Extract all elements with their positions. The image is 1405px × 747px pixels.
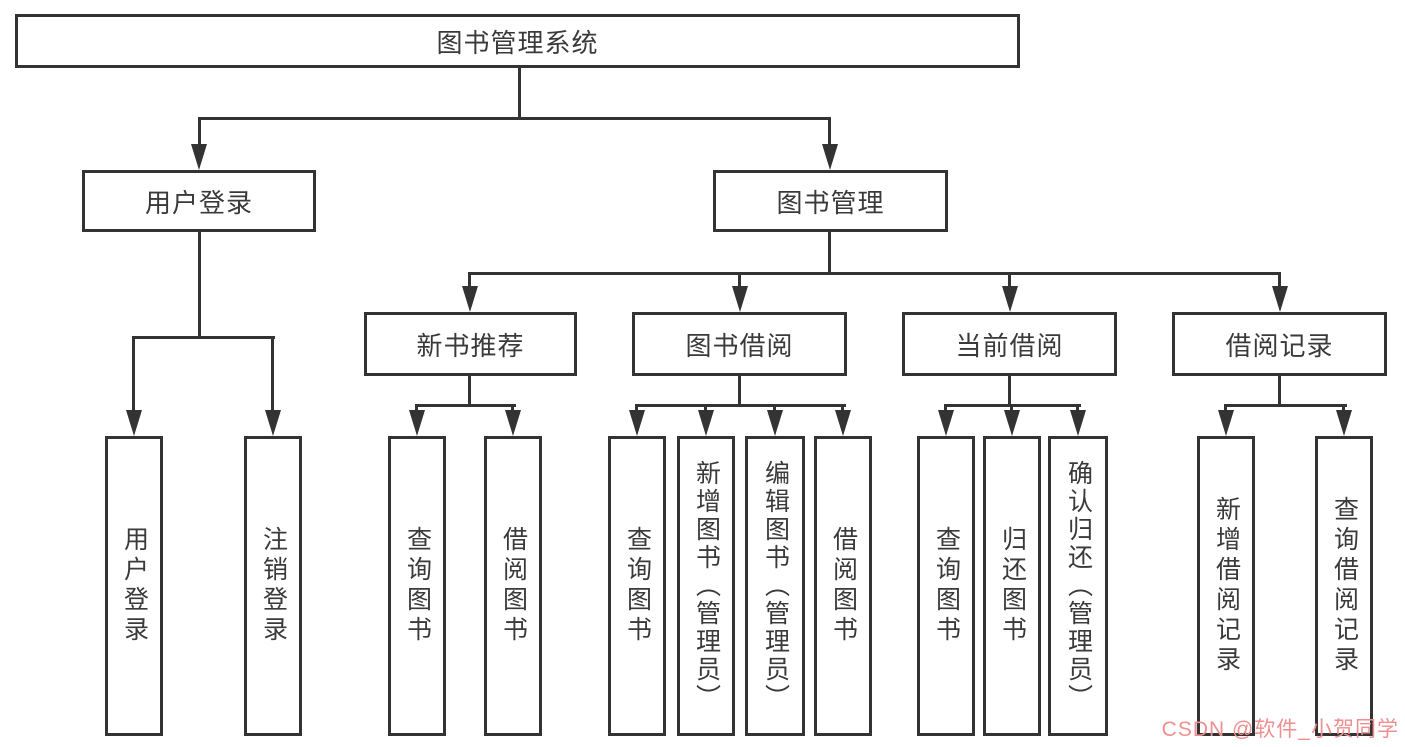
node-book-management: 图书管理 bbox=[713, 170, 948, 232]
connector-line bbox=[468, 272, 471, 290]
node-new-book-recommend: 新书推荐 bbox=[364, 312, 577, 376]
connector-line bbox=[738, 272, 741, 290]
node-user-login-label: 用户登录 bbox=[144, 187, 253, 218]
arrowhead-icon bbox=[1272, 286, 1288, 312]
connector-line bbox=[635, 404, 846, 407]
leaf-query-books-current-label: 查询图书 bbox=[932, 526, 961, 646]
leaf-query-books-borrow-label: 查询图书 bbox=[623, 526, 652, 646]
leaf-add-books-admin: 新增图书（管理员） bbox=[677, 436, 735, 736]
arrowhead-icon bbox=[732, 286, 748, 312]
leaf-add-books-admin-label: 新增图书（管理员） bbox=[692, 460, 721, 712]
connector-line bbox=[1008, 376, 1011, 407]
connector-line bbox=[1278, 272, 1281, 290]
node-current-borrow-label: 当前借阅 bbox=[955, 330, 1064, 361]
node-current-borrow: 当前借阅 bbox=[902, 312, 1117, 376]
leaf-confirm-return-admin-label: 确认归还（管理员） bbox=[1064, 460, 1093, 712]
arrowhead-icon bbox=[409, 410, 425, 436]
connector-line bbox=[198, 232, 201, 339]
connector-line bbox=[828, 232, 831, 275]
csdn-watermark: CSDN @软件_小贺同学 bbox=[1161, 718, 1399, 741]
arrowhead-icon bbox=[629, 410, 645, 436]
arrowhead-icon bbox=[1002, 286, 1018, 312]
connector-line bbox=[1224, 404, 1347, 407]
node-user-login: 用户登录 bbox=[82, 170, 316, 232]
arrowhead-icon bbox=[462, 286, 478, 312]
connector-line bbox=[828, 117, 831, 149]
leaf-borrow-books-recommend: 借阅图书 bbox=[484, 436, 542, 736]
connector-line bbox=[1008, 272, 1011, 290]
leaf-query-borrow-record: 查询借阅记录 bbox=[1315, 436, 1373, 736]
leaf-borrow-books-recommend-label: 借阅图书 bbox=[499, 526, 528, 646]
connector-line bbox=[468, 376, 471, 407]
leaf-user-login-label: 用户登录 bbox=[120, 526, 149, 646]
leaf-return-books-label: 归还图书 bbox=[998, 526, 1027, 646]
connector-line bbox=[415, 404, 516, 407]
arrowhead-icon bbox=[191, 144, 207, 170]
arrowhead-icon bbox=[1070, 410, 1086, 436]
connector-line bbox=[132, 336, 275, 339]
leaf-add-borrow-record: 新增借阅记录 bbox=[1197, 436, 1255, 736]
node-book-management-label: 图书管理 bbox=[776, 187, 885, 218]
arrowhead-icon bbox=[822, 144, 838, 170]
connector-line bbox=[468, 272, 1281, 275]
arrowhead-icon bbox=[1218, 410, 1234, 436]
leaf-query-books-borrow: 查询图书 bbox=[608, 436, 666, 736]
connector-line bbox=[198, 117, 201, 149]
leaf-query-books-recommend: 查询图书 bbox=[388, 436, 446, 736]
connector-line bbox=[271, 336, 274, 414]
leaf-query-borrow-record-label: 查询借阅记录 bbox=[1330, 496, 1359, 676]
arrowhead-icon bbox=[767, 410, 783, 436]
arrowhead-icon bbox=[835, 410, 851, 436]
arrowhead-icon bbox=[265, 410, 281, 436]
leaf-query-books-recommend-label: 查询图书 bbox=[403, 526, 432, 646]
leaf-confirm-return-admin: 确认归还（管理员） bbox=[1048, 436, 1108, 736]
connector-line bbox=[198, 117, 831, 120]
leaf-return-books: 归还图书 bbox=[983, 436, 1041, 736]
node-root-label: 图书管理系统 bbox=[436, 27, 599, 58]
arrowhead-icon bbox=[1336, 410, 1352, 436]
connector-line bbox=[1278, 376, 1281, 407]
leaf-borrow-books-label: 借阅图书 bbox=[829, 526, 858, 646]
connector-line bbox=[132, 336, 135, 414]
arrowhead-icon bbox=[1004, 410, 1020, 436]
arrowhead-icon bbox=[698, 410, 714, 436]
leaf-user-login: 用户登录 bbox=[105, 436, 163, 736]
arrowhead-icon bbox=[505, 410, 521, 436]
leaf-add-borrow-record-label: 新增借阅记录 bbox=[1212, 496, 1241, 676]
node-book-borrow-label: 图书借阅 bbox=[685, 330, 794, 361]
node-borrow-records-label: 借阅记录 bbox=[1225, 330, 1334, 361]
connector-line bbox=[518, 68, 521, 118]
node-book-borrow: 图书借阅 bbox=[632, 312, 847, 376]
leaf-borrow-books: 借阅图书 bbox=[814, 436, 872, 736]
leaf-edit-books-admin-label: 编辑图书（管理员） bbox=[761, 460, 790, 712]
node-new-book-recommend-label: 新书推荐 bbox=[416, 330, 525, 361]
leaf-logout-label: 注销登录 bbox=[259, 526, 288, 646]
leaf-query-books-current: 查询图书 bbox=[917, 436, 975, 736]
leaf-logout: 注销登录 bbox=[244, 436, 302, 736]
arrowhead-icon bbox=[938, 410, 954, 436]
node-root: 图书管理系统 bbox=[15, 14, 1020, 68]
arrowhead-icon bbox=[126, 410, 142, 436]
connector-line bbox=[738, 376, 741, 407]
leaf-edit-books-admin: 编辑图书（管理员） bbox=[745, 436, 805, 736]
node-borrow-records: 借阅记录 bbox=[1172, 312, 1387, 376]
